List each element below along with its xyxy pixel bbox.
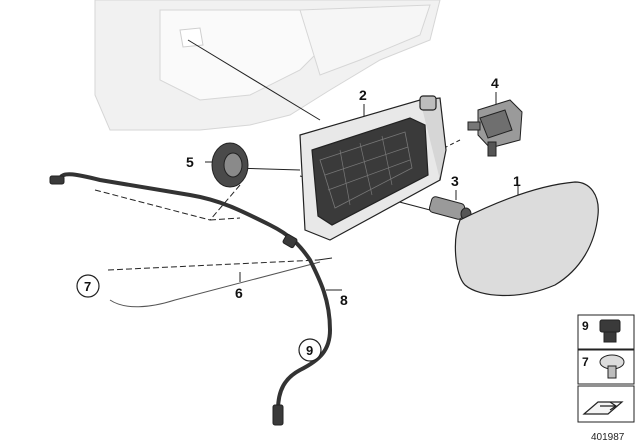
callout-4: 4: [491, 75, 499, 91]
callout-1: 1: [513, 173, 521, 189]
part-8-drain-hose: [58, 172, 333, 412]
arrow-icon: [582, 401, 624, 415]
part-4-actuator: [467, 99, 523, 157]
circled-callout-9: 9: [298, 338, 322, 362]
legend-panel: 9 7: [577, 314, 635, 423]
body-side-panel: [94, 0, 441, 131]
legend-label-9: 9: [582, 319, 589, 333]
part-1-filler-flap: [454, 181, 599, 297]
part-8-hose-ends: [49, 175, 298, 426]
callout-6: 6: [235, 285, 243, 301]
part-2-filler-housing: [299, 95, 447, 241]
callout-5: 5: [186, 154, 194, 170]
circled-callout-9-label: 9: [306, 343, 313, 358]
part-5-grommet: [211, 142, 249, 188]
circled-callout-7: 7: [76, 274, 100, 298]
callout-3: 3: [451, 173, 459, 189]
callouts: 2 4 5 3 1 6 8: [186, 75, 521, 308]
circled-callout-7-label: 7: [84, 279, 91, 294]
legend-label-7: 7: [582, 355, 589, 369]
callout-8: 8: [340, 292, 348, 308]
rivet-icon: [599, 354, 625, 379]
clip-icon: [599, 319, 621, 343]
reference-number: 401987: [591, 432, 625, 443]
part-6-cable: [109, 261, 321, 308]
part-3-latch: [428, 196, 472, 221]
callout-2: 2: [359, 87, 367, 103]
